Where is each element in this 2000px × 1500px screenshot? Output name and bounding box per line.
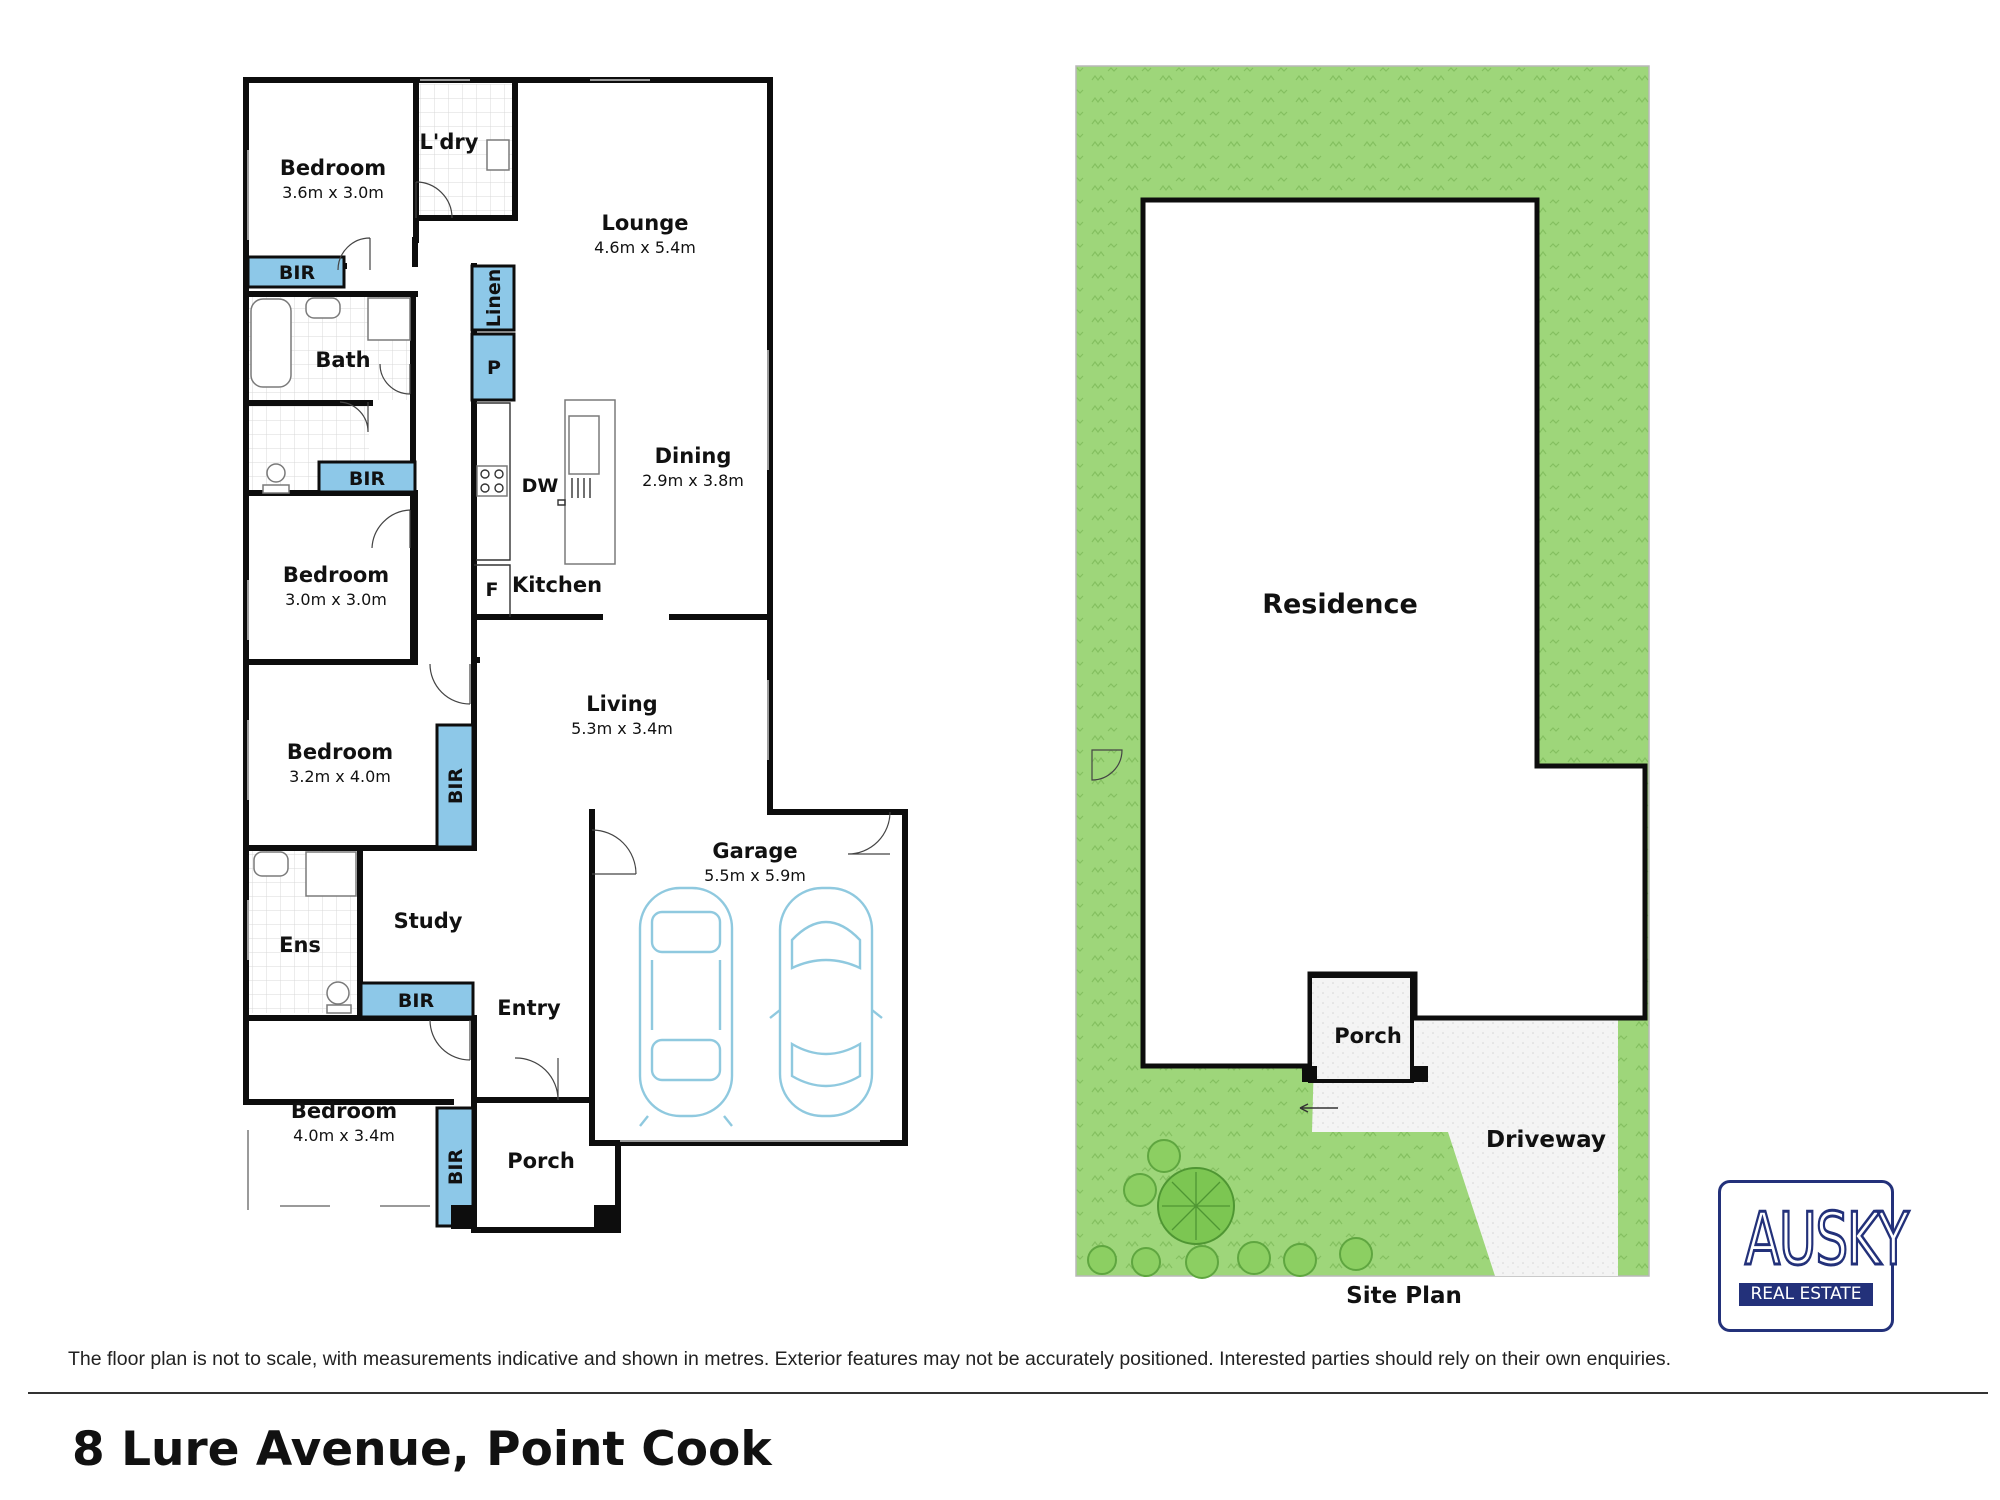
fitting-labels: BIR BIR BIR BIR BIR Linen P DW F	[279, 262, 558, 1185]
site-residence-label: Residence	[1262, 589, 1418, 620]
bir-label-5: BIR	[445, 1149, 467, 1186]
room-dining-dims: 2.9m x 3.8m	[642, 471, 744, 490]
room-bath: Bath	[315, 348, 370, 372]
room-bedroom-1-dims: 3.6m x 3.0m	[282, 183, 384, 202]
door-swings	[337, 181, 891, 1101]
room-lounge: Lounge	[602, 211, 689, 235]
room-bedroom-4-dims: 4.0m x 3.4m	[293, 1126, 395, 1145]
room-living-dims: 5.3m x 3.4m	[571, 719, 673, 738]
dishwasher-label: DW	[522, 475, 559, 497]
room-dining: Dining	[655, 444, 732, 468]
kitchen-fixtures	[474, 399, 616, 617]
room-labels: Bedroom 3.6m x 3.0m L'dry Lounge 4.6m x …	[279, 130, 806, 1173]
residence-footprint	[1140, 197, 1648, 1069]
room-bedroom-2: Bedroom	[283, 563, 389, 587]
site-driveway	[1312, 1020, 1618, 1276]
bir-label-3: BIR	[445, 768, 467, 805]
bathroom-fixtures	[250, 139, 510, 1014]
room-study: Study	[394, 909, 463, 933]
garden-trees	[1087, 1139, 1373, 1279]
site-porch-pier-right	[1413, 1066, 1428, 1082]
room-bedroom-1: Bedroom	[280, 156, 386, 180]
room-garage: Garage	[712, 839, 797, 863]
site-porch-area	[1308, 974, 1414, 1083]
site-entry-arrow	[1299, 1103, 1338, 1113]
room-laundry: L'dry	[420, 130, 479, 154]
pantry-label: P	[487, 357, 501, 379]
site-porch-label: Porch	[1334, 1024, 1402, 1048]
logo-tagline: REAL ESTATE	[1739, 1283, 1873, 1306]
bir-label-4: BIR	[398, 990, 435, 1012]
linen-label: Linen	[483, 269, 505, 328]
garage-cars	[638, 886, 883, 1127]
room-kitchen: Kitchen	[512, 573, 602, 597]
room-entry: Entry	[497, 996, 561, 1020]
room-bedroom-3-dims: 3.2m x 4.0m	[289, 767, 391, 786]
room-lounge-dims: 4.6m x 5.4m	[594, 238, 696, 257]
room-bedroom-4: Bedroom	[291, 1099, 397, 1123]
floor-plan: Bedroom 3.6m x 3.0m L'dry Lounge 4.6m x …	[243, 77, 908, 1233]
room-porch: Porch	[507, 1149, 575, 1173]
porch-pier-left	[451, 1205, 475, 1229]
fridge-label: F	[486, 579, 499, 601]
room-garage-dims: 5.5m x 5.9m	[704, 866, 806, 885]
logo-wordmark: AUSKY	[1744, 1197, 1911, 1281]
outer-walls	[243, 77, 908, 1146]
site-plan: Residence Porch Driveway Site Plan	[1075, 65, 1650, 1309]
footer-divider	[28, 1392, 1988, 1394]
room-bedroom-3: Bedroom	[287, 740, 393, 764]
room-living: Living	[586, 692, 657, 716]
bir-label-1: BIR	[279, 262, 316, 284]
windows	[247, 79, 880, 1210]
room-ensuite: Ens	[279, 933, 321, 957]
porch-pier-right	[594, 1205, 618, 1229]
agency-logo: AUSKY REAL ESTATE	[1718, 1180, 1911, 1332]
car-left-icon	[638, 886, 734, 1127]
property-address: 8 Lure Avenue, Point Cook	[72, 1422, 772, 1477]
site-side-door	[1091, 749, 1123, 781]
room-bedroom-2-dims: 3.0m x 3.0m	[285, 590, 387, 609]
site-driveway-label: Driveway	[1486, 1127, 1606, 1153]
cupboards	[246, 255, 516, 1228]
disclaimer-text: The floor plan is not to scale, with mea…	[68, 1348, 1672, 1370]
bir-label-2: BIR	[349, 468, 386, 490]
site-porch-pier-left	[1302, 1066, 1317, 1082]
site-plan-title: Site Plan	[1346, 1283, 1462, 1309]
car-right-icon	[769, 886, 883, 1118]
